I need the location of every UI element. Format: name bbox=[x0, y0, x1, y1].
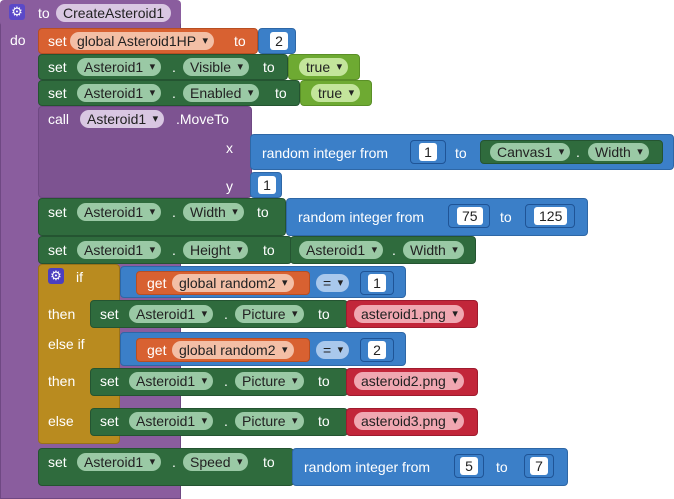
number-field[interactable]: 7 bbox=[530, 457, 548, 475]
to-label: to bbox=[234, 33, 246, 49]
then-label: then bbox=[48, 306, 76, 322]
number-field[interactable]: 125 bbox=[534, 207, 568, 225]
y-arg-label: y bbox=[226, 178, 233, 194]
number-field[interactable]: 2 bbox=[368, 341, 386, 359]
to-label: to bbox=[257, 204, 269, 220]
number-field[interactable]: 2 bbox=[270, 32, 288, 50]
to-label: to bbox=[500, 209, 512, 225]
number-field[interactable]: 75 bbox=[457, 207, 483, 225]
number-field[interactable]: 1 bbox=[368, 274, 386, 292]
set-label: set bbox=[48, 242, 67, 258]
x-arg-label: x bbox=[226, 140, 233, 156]
set-width-block[interactable] bbox=[38, 198, 286, 236]
property-dropdown[interactable]: Height bbox=[183, 241, 249, 259]
property-dropdown[interactable]: Width bbox=[588, 143, 649, 161]
random-integer-block[interactable] bbox=[292, 448, 568, 486]
random-integer-label: random integer from bbox=[298, 209, 425, 225]
component-dropdown[interactable]: Asteroid1 bbox=[129, 305, 214, 323]
property-dropdown[interactable]: Picture bbox=[235, 412, 304, 430]
random-integer-label: random integer from bbox=[262, 145, 389, 161]
if-label: if bbox=[76, 269, 83, 285]
set-label: set bbox=[48, 454, 67, 470]
component-dropdown[interactable]: Canvas1 bbox=[490, 143, 571, 161]
number-field[interactable]: 1 bbox=[419, 143, 437, 161]
set-speed-block[interactable] bbox=[38, 448, 294, 486]
dot-label: . bbox=[172, 85, 176, 101]
dot-label: . bbox=[224, 306, 228, 322]
component-dropdown[interactable]: Asteroid1 bbox=[299, 241, 384, 259]
gear-icon[interactable]: ⚙ bbox=[9, 4, 25, 20]
global-variable-dropdown[interactable]: global random2 bbox=[172, 274, 294, 292]
component-dropdown[interactable]: Asteroid1 bbox=[77, 453, 162, 471]
get-label: get bbox=[147, 275, 167, 291]
asset-dropdown[interactable]: asteroid3.png bbox=[354, 412, 464, 430]
set-label: set bbox=[48, 33, 67, 49]
component-dropdown[interactable]: Asteroid1 bbox=[80, 110, 165, 128]
asset-dropdown[interactable]: asteroid1.png bbox=[354, 305, 464, 323]
property-dropdown[interactable]: Visible bbox=[183, 58, 249, 76]
boolean-dropdown[interactable]: true bbox=[311, 84, 361, 102]
to-label: to bbox=[263, 454, 275, 470]
dot-label: . bbox=[172, 242, 176, 258]
property-dropdown[interactable]: Speed bbox=[183, 453, 249, 471]
to-label: to bbox=[496, 459, 508, 475]
global-variable-dropdown[interactable]: global Asteroid1HP bbox=[70, 32, 215, 50]
random-integer-label: random integer from bbox=[304, 459, 431, 475]
to-label: to bbox=[455, 145, 467, 161]
to-label: to bbox=[263, 242, 275, 258]
dot-label: . bbox=[172, 454, 176, 470]
asset-dropdown[interactable]: asteroid2.png bbox=[354, 372, 464, 390]
global-variable-dropdown[interactable]: global random2 bbox=[172, 341, 294, 359]
procedure-name-field[interactable]: CreateAsteroid1 bbox=[56, 4, 172, 22]
component-dropdown[interactable]: Asteroid1 bbox=[77, 58, 162, 76]
dot-label: . bbox=[224, 413, 228, 429]
then-label: then bbox=[48, 373, 76, 389]
set-visible-block[interactable] bbox=[38, 54, 288, 80]
operator-dropdown[interactable]: = bbox=[316, 274, 350, 292]
component-dropdown[interactable]: Asteroid1 bbox=[129, 372, 214, 390]
to-label: to bbox=[263, 59, 275, 75]
set-label: set bbox=[100, 373, 119, 389]
procedure-to-label: to bbox=[38, 5, 50, 21]
call-label: call bbox=[48, 111, 70, 127]
get-label: get bbox=[147, 342, 167, 358]
procedure-do-label: do bbox=[10, 32, 26, 48]
dot-label: . bbox=[392, 242, 396, 258]
component-dropdown[interactable]: Asteroid1 bbox=[77, 84, 162, 102]
property-dropdown[interactable]: Width bbox=[183, 203, 244, 221]
property-dropdown[interactable]: Picture bbox=[235, 372, 304, 390]
operator-dropdown[interactable]: = bbox=[316, 341, 350, 359]
component-dropdown[interactable]: Asteroid1 bbox=[129, 412, 214, 430]
number-field[interactable]: 1 bbox=[258, 176, 276, 194]
boolean-dropdown[interactable]: true bbox=[299, 58, 349, 76]
dot-label: . bbox=[172, 204, 176, 220]
set-label: set bbox=[100, 306, 119, 322]
dot-label: . bbox=[576, 144, 580, 160]
dot-label: . bbox=[172, 59, 176, 75]
else-if-label: else if bbox=[48, 336, 85, 352]
set-label: set bbox=[100, 413, 119, 429]
set-label: set bbox=[48, 59, 67, 75]
property-dropdown[interactable]: Picture bbox=[235, 305, 304, 323]
set-label: set bbox=[48, 204, 67, 220]
property-dropdown[interactable]: Enabled bbox=[183, 84, 260, 102]
to-label: to bbox=[318, 306, 330, 322]
property-dropdown[interactable]: Width bbox=[403, 241, 464, 259]
to-label: to bbox=[318, 413, 330, 429]
to-label: to bbox=[318, 373, 330, 389]
else-label: else bbox=[48, 413, 74, 429]
component-dropdown[interactable]: Asteroid1 bbox=[77, 241, 162, 259]
component-dropdown[interactable]: Asteroid1 bbox=[77, 203, 162, 221]
gear-icon[interactable]: ⚙ bbox=[48, 268, 64, 284]
method-label: .MoveTo bbox=[176, 111, 229, 127]
set-label: set bbox=[48, 85, 67, 101]
to-label: to bbox=[275, 85, 287, 101]
number-field[interactable]: 5 bbox=[460, 457, 478, 475]
dot-label: . bbox=[224, 373, 228, 389]
